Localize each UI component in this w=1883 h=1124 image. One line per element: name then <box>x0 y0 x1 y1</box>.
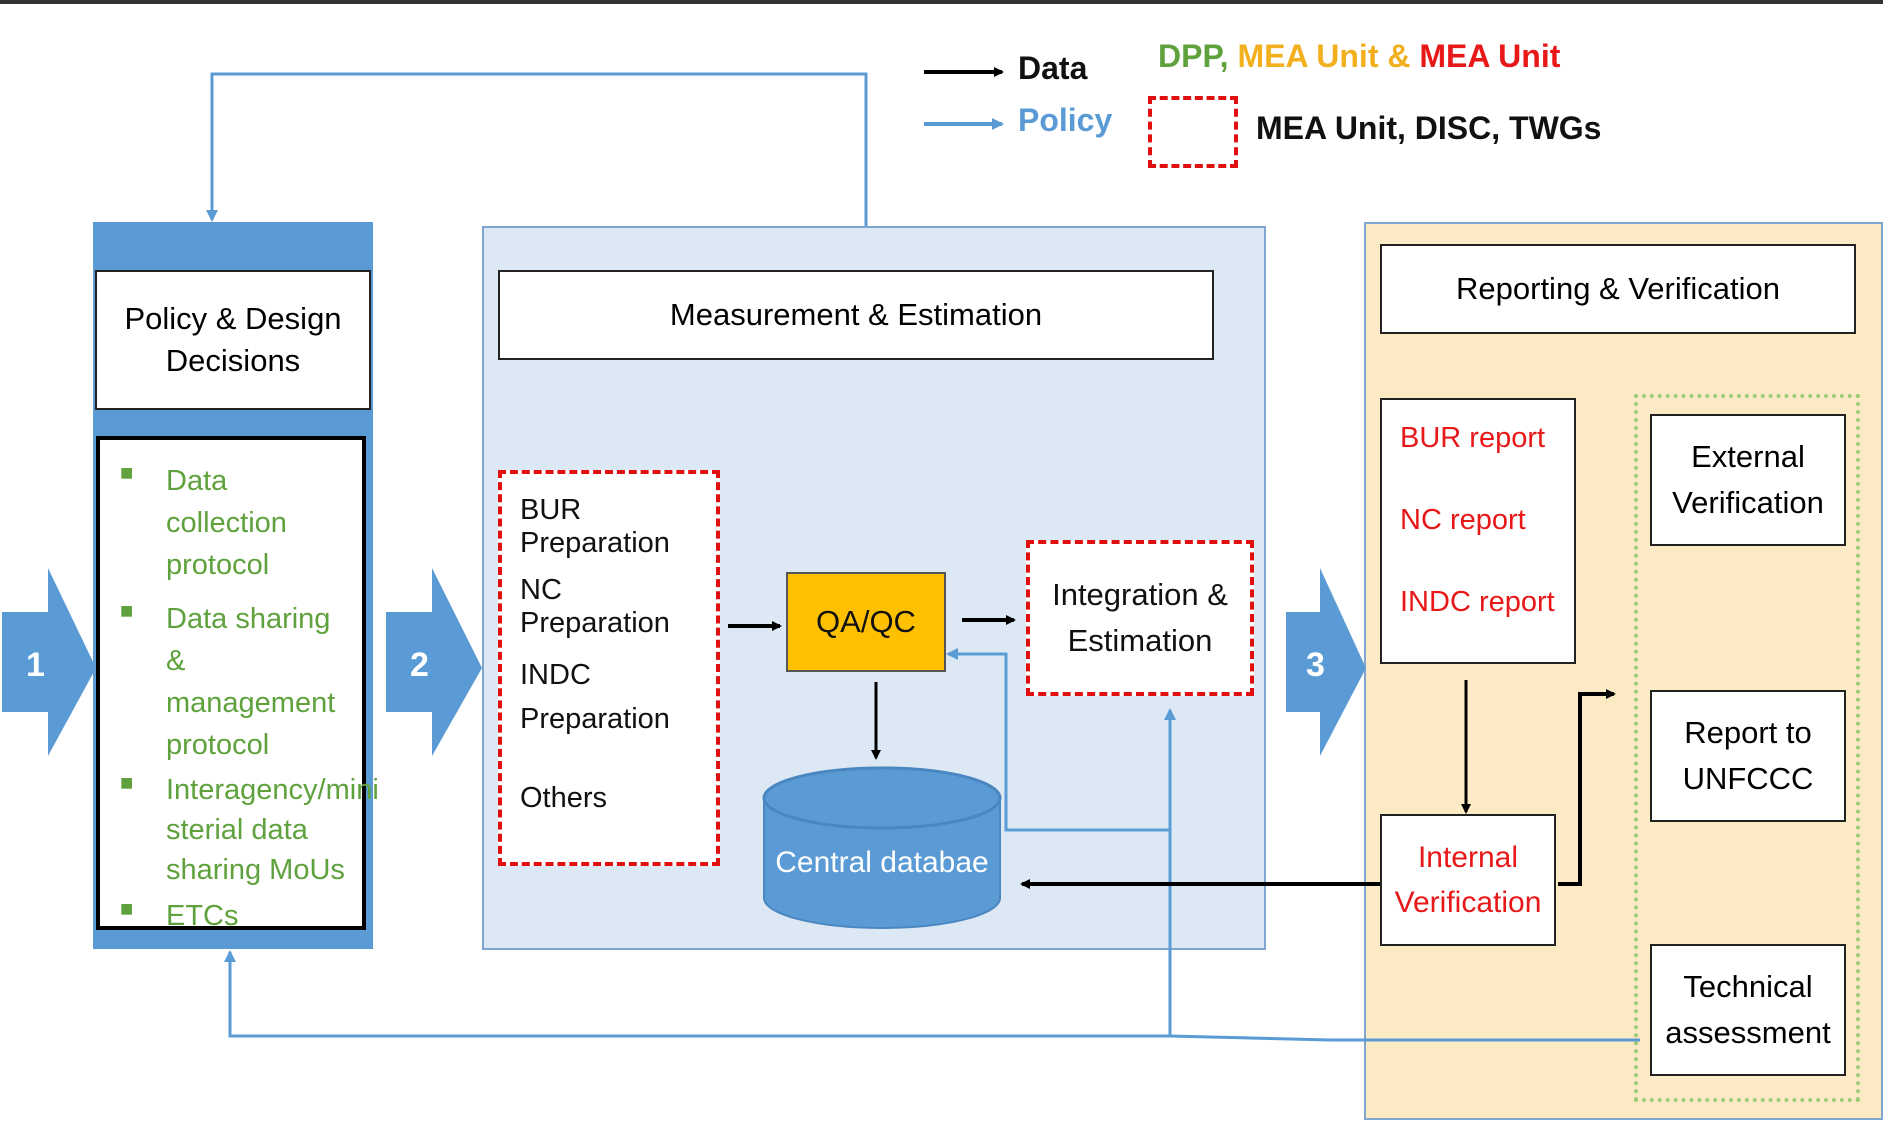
legend-dashed-box-label: MEA Unit, DISC, TWGs <box>1256 110 1602 146</box>
internal-line1: Internal <box>1417 841 1519 874</box>
prep-indc-line2: Preparation <box>520 702 670 735</box>
technical-line1: Technical <box>1683 968 1813 1004</box>
policy-item-2: ■ Data sharing & management protocol <box>120 598 354 766</box>
step-3-chevron <box>1286 568 1366 756</box>
legend-policy-label: Policy <box>1018 102 1113 138</box>
report-nc: NC report <box>1400 504 1526 536</box>
policy-item-3-line2: sterial data <box>166 814 308 847</box>
legend-actors: DPP, MEA Unit & MEA Unit <box>1158 38 1560 75</box>
policy-item-2-line1: Data sharing & <box>166 603 331 678</box>
step-2-number: 2 <box>410 646 429 684</box>
prep-bur: BUR Preparation <box>520 494 670 559</box>
policy-to-qaqc <box>946 648 1170 832</box>
unfccc-line1: Report to <box>1684 714 1812 750</box>
policy-item-3-line3: sharing MoUs <box>166 854 345 887</box>
legend-data-label: Data <box>1018 50 1088 86</box>
policy-loop-bottom <box>224 950 1640 1042</box>
policy-design-title-box: Policy & Design Decisions <box>95 270 371 410</box>
policy-item-3: ■ Interagency/mini sterial data sharing … <box>120 770 379 890</box>
policy-item-1: ■ Data collection protocol <box>120 460 354 586</box>
verification-group <box>1634 394 1860 1102</box>
external-verification-box: External Verification <box>1650 414 1846 546</box>
reporting-title-box: Reporting & Verification <box>1380 244 1856 334</box>
legend-actor-mea-orange: MEA Unit & <box>1237 38 1411 74</box>
internal-to-external-arrow <box>1558 689 1616 886</box>
integration-box: Integration & Estimation <box>1026 540 1254 696</box>
legend-actor-dpp: DPP, <box>1158 38 1229 74</box>
step-2-chevron <box>386 568 482 756</box>
policy-design-title-line2: Decisions <box>165 343 301 378</box>
policy-item-1-line1: Data collection <box>166 465 287 540</box>
prep-others: Others <box>520 781 608 814</box>
unfccc-line2: UNFCCC <box>1682 761 1814 796</box>
integration-line1: Integration & <box>1052 576 1228 612</box>
step-1-number: 1 <box>26 646 45 684</box>
external-line2: Verification <box>1672 485 1824 520</box>
external-line1: External <box>1691 438 1805 474</box>
legend-actor-mea-red: MEA Unit <box>1419 38 1561 74</box>
report-bur: BUR report <box>1400 422 1546 454</box>
qaqc-box: QA/QC <box>786 572 946 672</box>
measurement-title-box: Measurement & Estimation <box>498 270 1214 360</box>
policy-item-1-line2: protocol <box>166 549 270 582</box>
policy-item-2-line3: protocol <box>166 729 270 762</box>
step-1-chevron <box>2 568 96 756</box>
policy-item-4: ■ ETCs <box>120 896 354 937</box>
central-database-label: Central databae <box>775 846 989 879</box>
legend-dashed-box <box>1148 96 1238 168</box>
preparation-box: BUR Preparation NC Preparation INDC Prep… <box>498 470 720 866</box>
internal-line2: Verification <box>1394 886 1542 919</box>
step-3-number: 3 <box>1306 646 1325 684</box>
policy-design-list-box: ■ Data collection protocol ■ Data sharin… <box>96 436 379 932</box>
integration-line2: Estimation <box>1067 623 1213 658</box>
reports-box: BUR report NC report INDC report <box>1380 398 1576 664</box>
prep-indc-line1: INDC <box>520 659 591 691</box>
internal-verification-box: Internal Verification <box>1380 814 1556 946</box>
report-unfccc-box: Report to UNFCCC <box>1650 690 1846 822</box>
technical-assessment-box: Technical assessment <box>1650 944 1846 1076</box>
policy-design-title-line1: Policy & Design <box>124 301 342 337</box>
policy-item-3-line1: Interagency/mini <box>166 774 379 807</box>
central-database-cylinder <box>762 766 1002 929</box>
policy-item-4-line1: ETCs <box>166 900 239 933</box>
prep-nc: NC Preparation <box>520 574 670 639</box>
top-border-line <box>0 0 1883 4</box>
policy-loop-top <box>206 72 868 226</box>
technical-line2: assessment <box>1665 1015 1831 1050</box>
report-indc: INDC report <box>1400 586 1555 618</box>
policy-item-2-line2: management <box>166 687 336 720</box>
